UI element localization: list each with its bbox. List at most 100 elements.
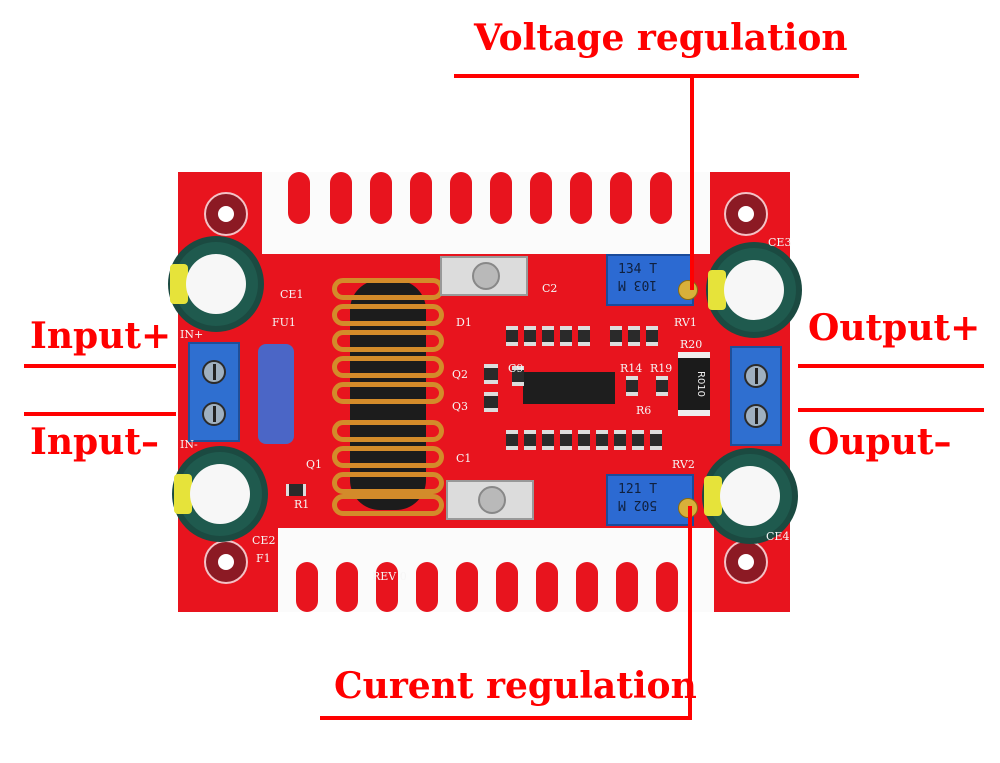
silk-d1: D1 [456,316,472,329]
heatsink-fin [336,562,358,612]
silk-c9: C9 [508,362,524,375]
silk-fu1: FU1 [272,316,296,329]
voltage-regulation-underline [454,74,859,78]
heatsink-fin [576,562,598,612]
smd-component [578,430,590,450]
voltage-adjust-screw-icon[interactable] [678,280,698,300]
heatsink-fin [416,562,438,612]
capacitor-ce1 [168,236,264,332]
voltage-regulation-pointer [690,74,694,290]
silk-rv1: RV1 [674,316,697,329]
heatsink-fin [570,172,592,224]
output-plus-label: Output+ [808,307,981,349]
silk-ce2: CE2 [252,534,276,547]
output-plus-screw [744,364,768,388]
silk-r14: R14 [620,362,643,375]
heatsink-fin [496,562,518,612]
bottom-heatsink [278,528,714,612]
mounting-hole [724,540,768,584]
capacitor-ce3 [706,242,802,338]
input-minus-label: Input– [30,421,159,463]
output-terminal-block [730,346,782,446]
silk-r20: R20 [680,338,703,351]
smd-component [560,430,572,450]
silk-r19: R19 [650,362,673,375]
heatsink-fin [330,172,352,224]
silk-q1: Q1 [306,458,323,471]
smd-component [560,326,572,346]
silk-q2: Q2 [452,368,469,381]
output-minus-line [798,408,984,412]
heatsink-fin [610,172,632,224]
silk-in-minus: IN- [180,438,198,451]
rv1-marking: 103 M [618,277,658,292]
heatsink-fin [656,562,678,612]
heatsink-fin [530,172,552,224]
rv1-marking: 134 T [618,262,658,277]
smd-component [610,326,622,346]
smd-component [542,326,554,346]
heatsink-fin [370,172,392,224]
heatsink-fin [536,562,558,612]
silk-rv2: RV2 [672,458,695,471]
transistor-q2 [484,364,498,384]
silk-q3: Q3 [452,400,469,413]
silk-ce1: CE1 [280,288,304,301]
fuse [258,344,294,444]
smd-component [596,430,608,450]
current-regulation-pointer [688,506,692,720]
current-regulation-underline [320,716,692,720]
mounting-hole [724,192,768,236]
top-heatsink [262,172,710,254]
heatsink-fin [616,562,638,612]
smd-component [628,326,640,346]
smd-component [506,430,518,450]
input-terminal-block [188,342,240,442]
silk-r6: R6 [636,404,652,417]
current-trimmer-rv2[interactable]: 121 T 502 M [606,474,694,526]
silk-ce3: CE3 [768,236,792,249]
heatsink-fin [376,562,398,612]
heatsink-fin [490,172,512,224]
mounting-hole [204,540,248,584]
transistor [446,480,534,520]
voltage-trimmer-rv1[interactable]: 134 T 103 M [606,254,694,306]
output-minus-label: Ouput– [808,421,952,463]
shunt-resistor: R010 [678,352,710,416]
diode-d1 [440,256,528,296]
smd-component [614,430,626,450]
smd-component [650,430,662,450]
input-minus-screw [202,402,226,426]
heatsink-fin [410,172,432,224]
resistor-r1 [286,484,306,496]
input-minus-line [24,412,176,416]
capacitor-c9 [512,366,524,386]
capacitor-ce2 [172,446,268,542]
silk-c1: C1 [456,452,472,465]
input-plus-screw [202,360,226,384]
smd-component [578,326,590,346]
resistor-r14 [626,376,638,396]
toroidal-inductor [332,270,444,520]
rv2-marking: 502 M [618,497,658,512]
smd-component [506,326,518,346]
heatsink-fin [296,562,318,612]
smd-component [646,326,658,346]
rv2-marking: 121 T [618,482,658,497]
smd-component [632,430,644,450]
heatsink-fin [650,172,672,224]
silk-rev: REV 0 [372,570,407,583]
input-plus-label: Input+ [30,315,172,357]
mounting-hole [204,192,248,236]
silk-f1: F1 [256,552,271,565]
output-plus-line [798,364,984,368]
smd-component [542,430,554,450]
smd-component [524,430,536,450]
control-ic [523,372,615,404]
silk-in-plus: IN+ [180,328,204,341]
heatsink-fin [450,172,472,224]
input-plus-line [24,364,176,368]
silk-ce4: CE4 [766,530,790,543]
smd-component [524,326,536,346]
transistor-q3 [484,392,498,412]
